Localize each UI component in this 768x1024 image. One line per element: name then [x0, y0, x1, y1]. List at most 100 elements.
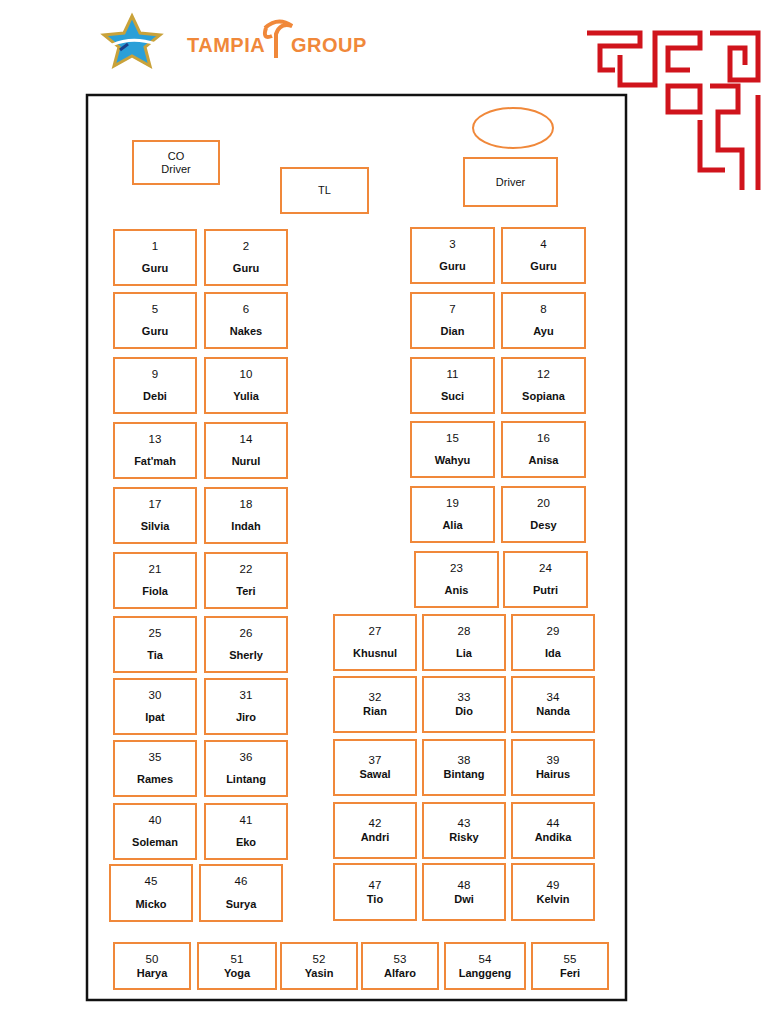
passenger-seat-box: 5Guru — [113, 292, 197, 349]
passenger-name: Nakes — [230, 325, 262, 338]
logo-text: GROUP — [291, 34, 367, 57]
passenger-seat-box: 42Andri — [333, 802, 417, 859]
passenger-seat-box: 55Feri — [531, 942, 609, 990]
seat-number: 13 — [149, 433, 162, 446]
seat-number: 49 — [547, 879, 560, 892]
passenger-seat-box: 37Sawal — [333, 739, 417, 796]
passenger-seat-box: 1Guru — [113, 229, 197, 286]
passenger-name: Dian — [441, 325, 465, 338]
seat-number: 54 — [479, 953, 492, 966]
passenger-name: Bintang — [444, 768, 485, 781]
seat-number: 50 — [146, 953, 159, 966]
passenger-name: Alia — [442, 519, 462, 532]
passenger-name: Nurul — [232, 455, 261, 468]
seat-number: 5 — [152, 303, 158, 316]
seat-number: 18 — [240, 498, 253, 511]
seat-number: 46 — [235, 875, 248, 888]
passenger-name: Dio — [455, 705, 473, 718]
seat-number: 55 — [564, 953, 577, 966]
passenger-name: Anis — [445, 584, 469, 597]
passenger-seat-box: 11Suci — [410, 357, 495, 414]
seat-number: 45 — [145, 875, 158, 888]
seat-number: 37 — [369, 754, 382, 767]
passenger-name: Dwi — [454, 893, 474, 906]
seat-number: 6 — [243, 303, 249, 316]
passenger-seat-box: 35Rames — [113, 740, 197, 797]
passenger-seat-box: 18Indah — [204, 487, 288, 544]
seat-number: 8 — [540, 303, 546, 316]
crew-seat-box: Driver — [463, 157, 558, 207]
passenger-name: Tio — [367, 893, 383, 906]
passenger-seat-box: 21Fiola — [113, 552, 197, 609]
seat-number: 4 — [540, 238, 546, 251]
passenger-seat-box: 49Kelvin — [511, 863, 595, 921]
seat-number: 9 — [152, 368, 158, 381]
seat-label: Driver — [496, 176, 525, 189]
seat-number: 32 — [369, 691, 382, 704]
seat-number: 1 — [152, 240, 158, 253]
passenger-seat-box: 14Nurul — [204, 422, 288, 479]
passenger-seat-box: 9Debi — [113, 357, 197, 414]
passenger-seat-box: 30Ipat — [113, 678, 197, 735]
seat-number: 53 — [394, 953, 407, 966]
passenger-name: Micko — [135, 898, 166, 911]
seat-number: 42 — [369, 817, 382, 830]
crew-seat-box: CO Driver — [132, 140, 220, 185]
seat-number: 25 — [149, 627, 162, 640]
passenger-name: Guru — [233, 262, 259, 275]
seat-number: 44 — [547, 817, 560, 830]
logo-text: TAMPIA — [187, 34, 265, 57]
passenger-name: Desy — [530, 519, 556, 532]
passenger-name: Wahyu — [435, 454, 471, 467]
passenger-seat-box: 38Bintang — [422, 739, 506, 796]
seat-number: 11 — [447, 368, 459, 381]
ornament — [587, 33, 758, 190]
passenger-seat-box: 50Harya — [113, 942, 191, 990]
logo-swirl — [265, 21, 292, 58]
passenger-seat-box: 20Desy — [501, 486, 586, 543]
seat-number: 38 — [458, 754, 471, 767]
passenger-seat-box: 23Anis — [414, 551, 499, 608]
passenger-seat-box: 25Tia — [113, 616, 197, 673]
passenger-seat-box: 7Dian — [410, 292, 495, 349]
passenger-seat-box: 17Silvia — [113, 487, 197, 544]
seat-number: 7 — [449, 303, 455, 316]
seat-number: 51 — [231, 953, 244, 966]
seat-label: CO Driver — [161, 150, 190, 175]
passenger-seat-box: 15Wahyu — [410, 421, 495, 478]
seat-number: 26 — [240, 627, 253, 640]
passenger-seat-box: 31Jiro — [204, 678, 288, 735]
passenger-name: Andri — [361, 831, 390, 844]
passenger-seat-box: 28Lia — [422, 614, 506, 671]
passenger-name: Ayu — [533, 325, 553, 338]
passenger-name: Fiola — [142, 585, 168, 598]
seat-number: 47 — [369, 879, 382, 892]
passenger-name: Feri — [560, 967, 580, 980]
seat-number: 17 — [149, 498, 162, 511]
passenger-name: Alfaro — [384, 967, 416, 980]
seat-number: 29 — [547, 625, 560, 638]
passenger-name: Guru — [142, 262, 168, 275]
passenger-seat-box: 16Anisa — [501, 421, 586, 478]
passenger-seat-box: 32Rian — [333, 676, 417, 733]
passenger-seat-box: 2Guru — [204, 229, 288, 286]
seat-number: 41 — [240, 814, 253, 827]
passenger-name: Eko — [236, 836, 256, 849]
steering-wheel — [473, 108, 553, 148]
passenger-seat-box: 26Sherly — [204, 616, 288, 673]
passenger-name: Lia — [456, 647, 472, 660]
seat-number: 35 — [149, 751, 162, 764]
passenger-name: Nanda — [536, 705, 570, 718]
passenger-seat-box: 51Yoga — [197, 942, 277, 990]
passenger-seat-box: 45Micko — [109, 864, 193, 922]
seat-number: 20 — [537, 497, 550, 510]
seat-number: 30 — [149, 689, 162, 702]
seat-number: 3 — [449, 238, 455, 251]
passenger-name: Ipat — [145, 711, 165, 724]
passenger-name: Andika — [535, 831, 572, 844]
seat-number: 33 — [458, 691, 471, 704]
seat-number: 31 — [240, 689, 253, 702]
bus-outline — [87, 95, 626, 1000]
passenger-name: Tia — [147, 649, 163, 662]
passenger-name: Guru — [530, 260, 556, 273]
